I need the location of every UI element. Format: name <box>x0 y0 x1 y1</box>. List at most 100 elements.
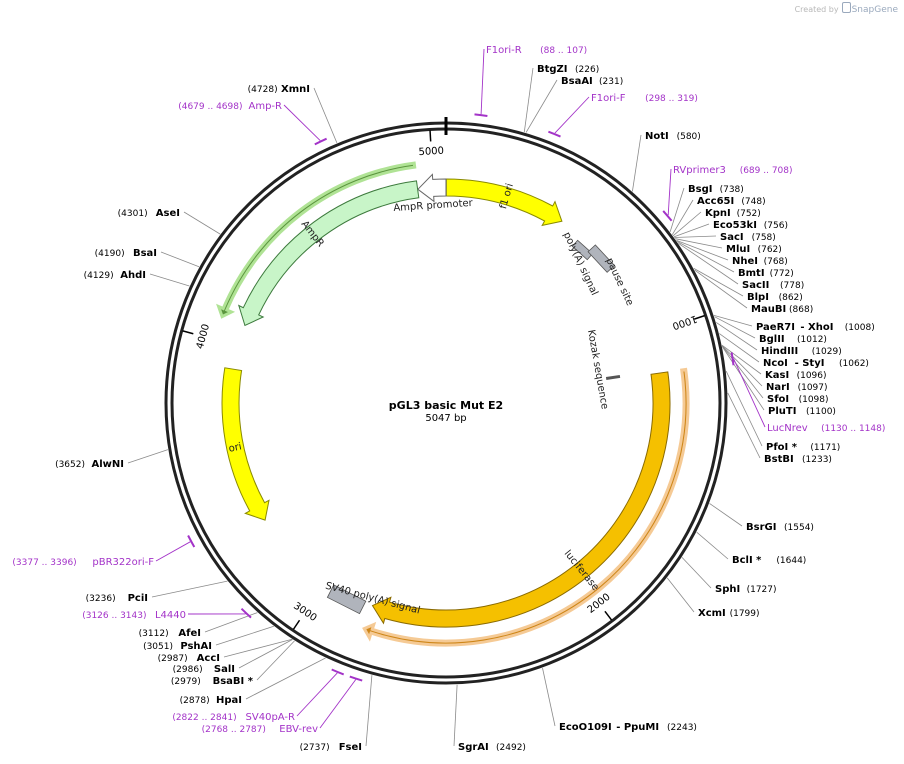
primer-amp-r: Amp-R(4679 .. 4698) <box>178 101 328 146</box>
site-name2-paer7i: - XhoI <box>800 322 833 333</box>
site-name-asei: AseI <box>156 208 180 219</box>
site-pos-bcli: (1644) <box>776 556 806 566</box>
primer-pbr322ori-f: pBR322ori-F (3377 .. 3396) <box>12 535 196 568</box>
site-name-mlui: MluI <box>726 244 750 255</box>
site-pos-sali: (2986) <box>173 665 203 675</box>
site-line-sali <box>238 639 293 669</box>
primer-ebv-rev: EBV-rev(2768 .. 2787) <box>202 675 363 735</box>
site-acci: AccI(2987) <box>158 638 293 664</box>
site-name-bsabi: BsaBI * <box>213 676 254 687</box>
primer-mark-lucnrev <box>730 352 735 366</box>
site-xmni: XmnI(4728) <box>248 84 338 144</box>
site-alwni: AlwNI(3652) <box>55 449 169 470</box>
site-name-ahdi: AhdI <box>120 270 146 281</box>
site-name-saci: SacI <box>720 232 744 243</box>
feature-label-kozak-sequence: Kozak sequence <box>585 329 610 410</box>
site-line-paer7i <box>713 315 753 327</box>
site-pos-bsrgi: (1554) <box>784 523 814 533</box>
site-line-alwni <box>127 449 169 464</box>
site-name-kasi: KasI <box>765 370 789 381</box>
primer-pos-f1ori-r: (88 .. 107) <box>540 46 587 56</box>
site-name-bsgi: BsgI <box>688 184 712 195</box>
site-noti: NotI(580) <box>632 131 701 192</box>
primer-name-pbr322ori-f: pBR322ori-F <box>92 557 154 568</box>
primer-pos-f1ori-f: (298 .. 319) <box>645 94 698 104</box>
site-name-bmti: BmtI <box>738 268 765 279</box>
site-line-pluti <box>721 346 765 411</box>
site-name-bsai: BsaI <box>133 248 157 259</box>
site-nhei: NheI(768) <box>676 240 788 267</box>
site-pos-xcmi: (1799) <box>730 609 760 619</box>
site-name-alwni: AlwNI <box>92 459 125 470</box>
primer-mark-l4440 <box>240 607 252 619</box>
site-acc65i: Acc65I(748) <box>671 196 766 235</box>
primer-pos-pbr322ori-f: (3377 .. 3396) <box>12 558 76 568</box>
site-line-nhei <box>676 240 729 261</box>
site-line-bcli <box>696 531 729 560</box>
tick-label-4000: 4000 <box>195 323 212 350</box>
site-pos-bglii: (1012) <box>797 335 827 345</box>
site-name-bsrgi: BsrGI <box>746 522 776 533</box>
primer-sv40pa-r: SV40pA-R(2822 .. 2841) <box>172 668 345 723</box>
feature-luciferase-strand <box>362 367 690 647</box>
site-pos-bsaai: (231) <box>599 77 623 87</box>
site-name2-ecoo109i: - PpuMI <box>616 722 659 733</box>
site-maubi: MauBI(868) <box>694 269 813 315</box>
site-line-fsei <box>365 675 373 747</box>
primer-pos-ebv-rev: (2768 .. 2787) <box>202 725 266 735</box>
site-name-paer7i: PaeR7I <box>756 322 795 333</box>
site-pos-btgzi: (226) <box>575 65 599 75</box>
site-pos-sgrai: (2492) <box>496 743 526 753</box>
site-name-bcli: BclI * <box>732 555 762 566</box>
site-line-btgzi <box>523 67 534 133</box>
tick-2000 <box>604 610 613 621</box>
site-name-xmni: XmnI <box>281 84 310 95</box>
site-name-pluti: PluTI <box>768 406 796 417</box>
site-line-acci <box>223 638 293 658</box>
site-fsei: FseI(2737) <box>300 675 373 753</box>
site-pos-kpni: (752) <box>737 209 761 219</box>
feature-kozak-mark <box>605 374 621 381</box>
primer-mark-f1ori-r <box>474 113 488 117</box>
site-line-hindiii <box>715 322 758 351</box>
site-line-acc65i <box>671 199 694 235</box>
site-line-eco53ki <box>673 223 710 238</box>
site-pos-asei: (4301) <box>118 209 148 219</box>
feature-ampr-strand <box>216 161 417 319</box>
site-line-ahdi <box>149 273 190 287</box>
site-pos-noti: (580) <box>677 132 701 142</box>
site-bmti: BmtI(772) <box>677 241 794 279</box>
site-kasi: KasI(1096) <box>721 344 827 381</box>
tick-1000 <box>693 314 705 320</box>
site-pos-sphi: (1727) <box>747 585 777 595</box>
site-pos-eco53ki: (756) <box>764 221 788 231</box>
site-line-bglii <box>714 316 756 339</box>
site-line-bsgi <box>669 187 685 233</box>
primer-line-lucnrev <box>733 358 766 428</box>
feature-ampr-promoter <box>417 173 447 203</box>
site-bcli: BclI * (1644) <box>696 531 806 566</box>
feature-luciferase <box>371 371 671 628</box>
plasmid-size: 5047 bp <box>425 413 466 424</box>
site-name-ecoo109i: EcoO109I <box>559 722 612 733</box>
site-btgzi: BtgZI(226) <box>523 64 599 133</box>
site-line-sfoi <box>721 345 764 399</box>
primer-name-l4440: L4440 <box>155 610 186 621</box>
primer-l4440: L4440(3126 .. 3143) <box>82 607 252 621</box>
site-name-sacii: SacII <box>742 280 769 291</box>
site-saci: SacI(758) <box>674 232 776 243</box>
site-sphi: SphI (1727) <box>681 557 777 595</box>
site-name-nhei: NheI <box>732 256 758 267</box>
site-pos-sfoi: (1098) <box>799 395 829 405</box>
site-blpi: BlpI(862) <box>693 268 803 303</box>
site-line-noti <box>632 134 642 192</box>
snapgene-logo-icon <box>841 2 851 13</box>
site-line-saci <box>674 235 717 238</box>
primer-line-f1ori-f <box>554 96 590 134</box>
site-pos-bsgi: (738) <box>720 185 744 195</box>
site-bsgi: BsgI (738) <box>669 184 744 233</box>
site-pos-pluti: (1100) <box>806 407 836 417</box>
site-name-sphi: SphI <box>715 584 740 595</box>
site-paer7i: PaeR7I- XhoI(1008) <box>713 315 875 333</box>
